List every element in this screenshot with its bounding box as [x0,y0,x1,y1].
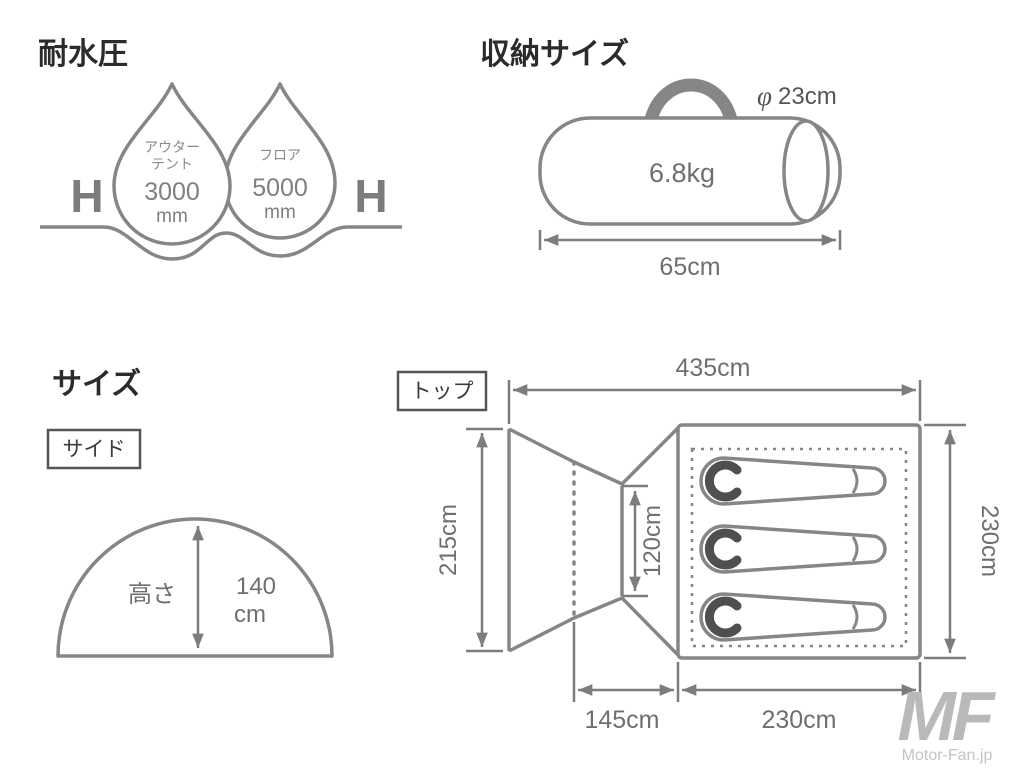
diameter-symbol: φ [757,81,772,111]
bag-length: 65cm [659,253,720,281]
size-title: サイズ [52,367,141,401]
vestibule-funnel-bottom [508,596,680,657]
total-width-label: 435cm [675,354,750,382]
floor-unit: mm [264,202,296,223]
front-width-label: 215cm [435,504,462,576]
outer-tent-name-2: テント [151,156,193,172]
sleeping-bag-3 [699,592,887,642]
watermark-logo: MF [897,677,996,755]
right-h-marker: H [354,170,387,222]
water-resistance-title: 耐水圧 [38,38,128,71]
side-tag-box [46,428,142,470]
storage-size-section: 収納サイズ 6.8kg φ 23cm 65cm [480,37,842,281]
sleeping-bag-hood [704,460,742,502]
dome-outline [56,517,334,658]
diameter-value: 23cm [778,83,837,110]
watermark-site: Motor-Fan.jp [902,747,993,764]
top-tag: トップ [411,380,474,403]
outer-tent-unit: mm [156,206,188,227]
sleeping-bag-hood [704,596,742,638]
outer-tent-value: 3000 [144,178,200,206]
vestibule-depth-label: 145cm [584,706,659,734]
height-unit: cm [234,601,266,628]
bag-opening [782,119,830,223]
droplet-outer-tent [112,82,232,246]
floor-value: 5000 [252,174,308,202]
left-h-marker: H [70,170,103,222]
floor-name: フロア [259,147,301,163]
water-surface-wave [40,225,402,261]
outer-tent-name-1: アウター [144,139,200,155]
top-view-section: トップ 435cm [396,354,1003,734]
side-tag: サイド [63,438,126,461]
sleeping-bag-body [699,524,887,574]
sleeping-bag-foot-line [851,468,859,494]
watermark: MF Motor-Fan.jp [897,677,1000,764]
sleeping-bag-body [699,456,887,506]
height-label: 高さ [128,581,176,608]
sleeping-bag-foot-line [851,604,859,630]
storage-title: 収納サイズ [480,37,629,71]
inner-depth-label: 230cm [761,706,836,734]
top-tag-box [396,370,488,412]
door-width-label: 120cm [639,505,666,577]
droplet-floor [223,82,337,240]
height-value: 140 [236,573,276,600]
sleeping-bag-1 [699,456,887,506]
bag-weight: 6.8kg [649,158,715,188]
bag-handle [643,78,739,131]
bag-body [538,116,842,226]
inner-width-label: 230cm [976,505,1003,577]
sleeping-bag-body [699,592,887,642]
sleeping-bag-foot-line [851,536,859,562]
vestibule-funnel-top [508,426,680,486]
sleeping-bag-2 [699,524,887,574]
side-view-section: サイズ サイド 高さ 140 cm [46,367,334,658]
water-resistance-section: 耐水圧 H H アウター テント 3000 mm フロア 5000 mm [38,38,402,261]
sleeping-bag-hood [704,528,742,570]
